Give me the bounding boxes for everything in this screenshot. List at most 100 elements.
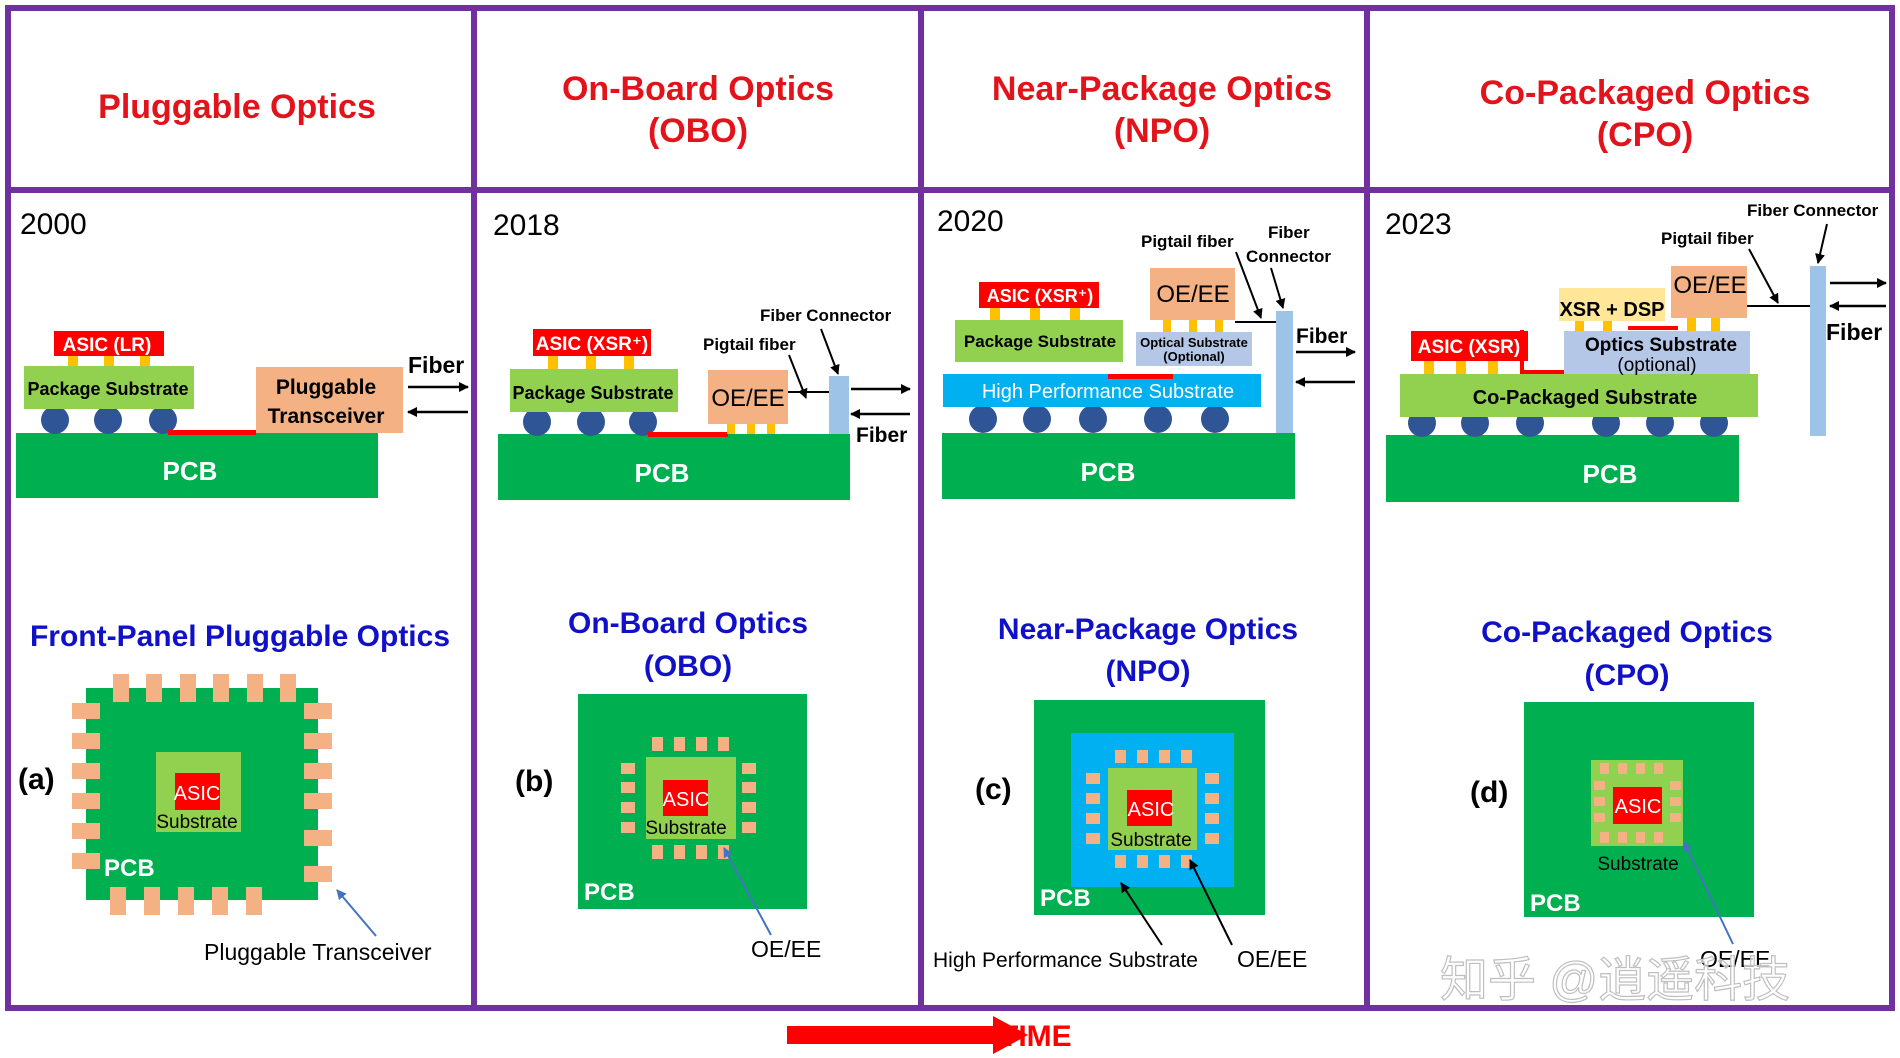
asic-top-label: ASIC — [663, 789, 710, 811]
solder-ball — [577, 408, 605, 436]
bump — [68, 354, 78, 366]
year-label: 2023 — [1385, 208, 1452, 241]
connector-label: Fiber Connector — [1747, 201, 1879, 220]
solder-ball — [94, 406, 122, 434]
asic-top — [175, 773, 220, 810]
connector-label: Connector — [1246, 247, 1331, 266]
connector-label: Fiber Connector — [760, 306, 892, 325]
time-arrow: TIME — [787, 1016, 1072, 1054]
section-subtitle: Near-Package Optics — [998, 613, 1298, 646]
connector-label: Fiber — [1268, 223, 1310, 242]
oe-ee-pads — [621, 737, 756, 859]
transceiver-label: Transceiver — [268, 405, 385, 428]
bump — [104, 354, 114, 366]
trace — [1520, 370, 1564, 374]
package-substrate — [955, 320, 1123, 362]
asic-label: ASIC (LR) — [63, 335, 152, 356]
bump — [1424, 361, 1434, 374]
column-title: On-Board Optics — [562, 70, 834, 108]
sub-titles: Front-Panel Pluggable Optics On-Board Op… — [30, 607, 1773, 692]
pluggable-transceiver — [256, 367, 403, 433]
column-title-sub: (CPO) — [1597, 116, 1693, 154]
bump — [624, 356, 634, 369]
solder-ball — [149, 406, 177, 434]
package-substrate-label: Package Substrate — [27, 379, 188, 399]
solder-ball — [629, 408, 657, 436]
column-title-sub: (NPO) — [1114, 112, 1210, 150]
substrate-top-label: Substrate — [1110, 830, 1191, 851]
fiber-connector — [829, 376, 849, 434]
substrate-top-label: Substrate — [1597, 854, 1678, 875]
xsr-dsp-chip — [1559, 288, 1665, 321]
co-packaged-substrate — [1400, 374, 1758, 417]
asic-top-label: ASIC — [174, 783, 221, 805]
package-substrate — [24, 366, 194, 409]
oe-ee-label: OE/EE — [711, 385, 784, 412]
pcb-label: PCB — [163, 456, 218, 486]
pcb — [942, 433, 1295, 499]
cps-label: Co-Packaged Substrate — [1473, 387, 1698, 409]
top-view-d: ASIC Substrate PCB OE/EE — [1524, 702, 1770, 972]
pcb — [16, 433, 378, 498]
package-substrate — [510, 369, 678, 412]
section-subtitle: Front-Panel Pluggable Optics — [30, 620, 450, 653]
bump — [548, 356, 558, 369]
pcb — [1386, 435, 1739, 502]
asic-label: ASIC (XSR⁺) — [536, 334, 648, 355]
pcb-top-label: PCB — [1530, 890, 1581, 917]
bump — [1070, 306, 1080, 320]
transceiver-label: Pluggable — [276, 376, 376, 399]
solder-ball — [1079, 405, 1107, 433]
optics-substrate-label: (optional) — [1617, 355, 1696, 376]
optical-substrate-label: Optical Substrate — [1140, 335, 1248, 350]
panel-letter: (b) — [515, 765, 553, 798]
section-subtitle: (NPO) — [1106, 655, 1191, 688]
time-label: TIME — [1000, 1020, 1072, 1053]
asic-chip — [533, 329, 651, 356]
year-label: 2018 — [493, 209, 560, 242]
oe-ee-pointer — [1189, 859, 1233, 946]
oe-ee-module — [1671, 266, 1747, 318]
connector-pointer — [1815, 223, 1828, 264]
years: 2000 2018 2020 2023 — [20, 205, 1452, 242]
asic-chip — [979, 282, 1099, 308]
oe-ee-label: OE/EE — [1673, 272, 1746, 299]
trace — [648, 432, 728, 437]
obo-cross-section: PCB Package Substrate ASIC (XSR⁺) OE/EE … — [498, 306, 911, 500]
xsr-dsp-label: XSR + DSP — [1559, 299, 1664, 321]
oe-ee-callout: OE/EE — [1700, 946, 1770, 972]
bump — [727, 424, 735, 434]
substrate-top-label: Substrate — [645, 818, 726, 839]
bump — [1215, 320, 1223, 332]
top-view-c: ASIC Substrate PCB High Performance Subs… — [933, 700, 1307, 972]
trace — [1108, 374, 1173, 379]
asic-chip — [1411, 331, 1528, 361]
optical-substrate-label: (Optional) — [1163, 349, 1224, 364]
section-subtitle: (OBO) — [644, 650, 732, 683]
section-subtitle: On-Board Optics — [568, 607, 808, 640]
optics-substrate-label: Optics Substrate — [1585, 335, 1737, 356]
panel-letter: (a) — [18, 763, 55, 796]
package-substrate-label: Package Substrate — [512, 383, 673, 403]
asic-label: ASIC (XSR⁺) — [987, 286, 1094, 306]
frame — [5, 5, 1895, 1011]
asic-label: ASIC (XSR) — [1418, 337, 1520, 358]
oe-ee-module — [708, 370, 788, 424]
trace — [168, 430, 256, 435]
time-arrow-shaft — [787, 1026, 995, 1044]
asic-top-label: ASIC — [1128, 799, 1175, 821]
cpo-cross-section: PCB Co-Packaged Substrate Optics Substra… — [1386, 201, 1887, 502]
asic-top — [1613, 787, 1662, 824]
pcb-top-label: PCB — [1040, 885, 1091, 912]
pluggable-cross-section: PCB Package Substrate ASIC (LR) Pluggabl… — [16, 331, 469, 498]
pcb — [498, 434, 850, 500]
npo-cross-section: PCB High Performance Substrate Package S… — [942, 223, 1356, 499]
watermark: 知乎 @逍遥科技 — [1440, 954, 1790, 1007]
pcb-label: PCB — [1081, 457, 1136, 487]
fiber-label: Fiber — [408, 352, 464, 378]
asic-chip — [54, 331, 164, 356]
fiber-label: Fiber — [1826, 319, 1882, 345]
pigtail-pointer — [1235, 251, 1263, 319]
substrate-top-label: Substrate — [156, 812, 237, 833]
